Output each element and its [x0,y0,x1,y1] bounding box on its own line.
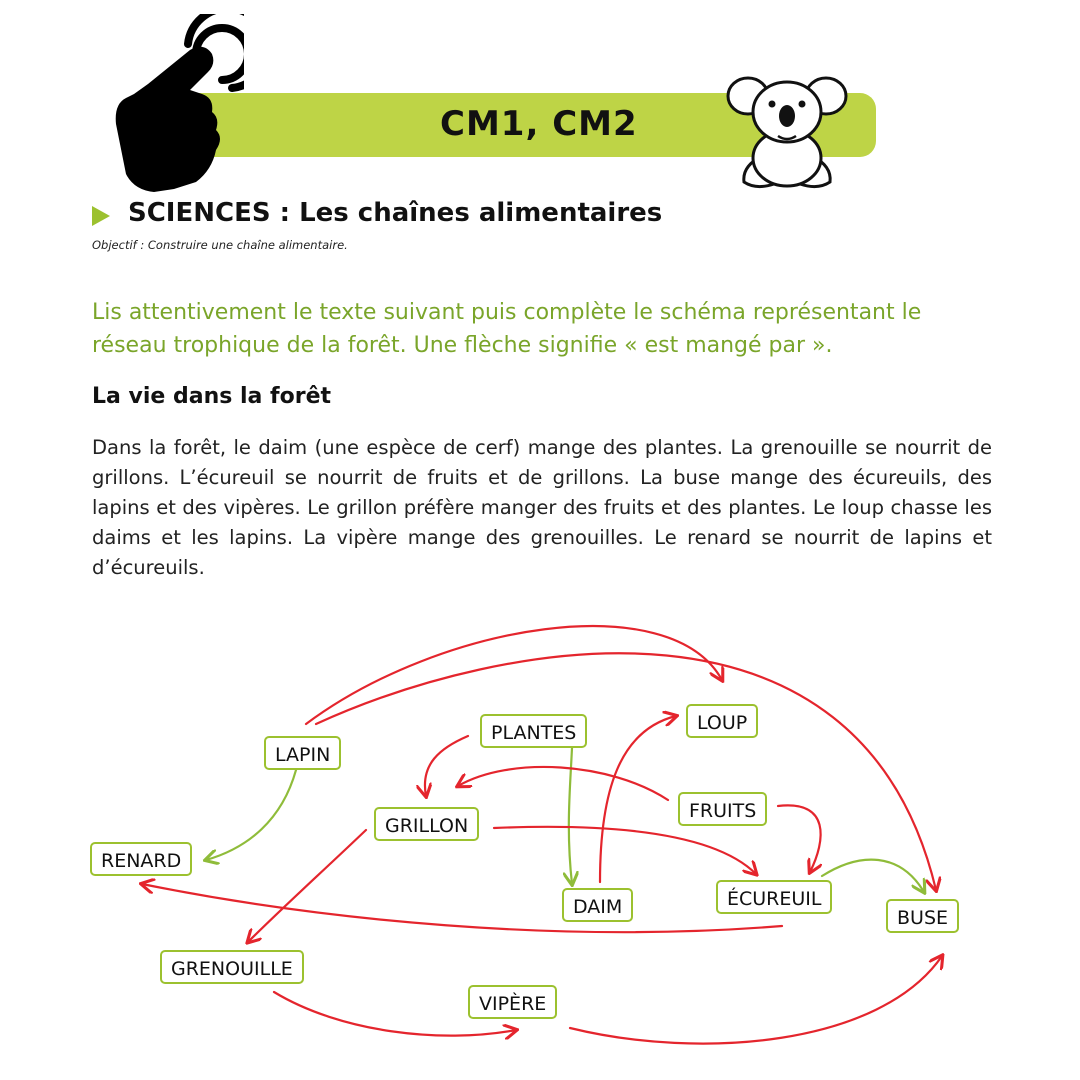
node-renard: RENARD [90,842,193,876]
banner-title: CM1, CM2 [440,104,638,144]
node-buse: BUSE [886,899,960,933]
edge-daim-loup [598,716,676,884]
edge-plantes-daim [569,746,572,884]
edge-grillon-ecureuil [492,825,756,874]
pointing-hand-icon [115,14,244,192]
node-vipere: VIPÈRE [468,985,558,1019]
subject-title: SCIENCES : Les chaînes alimentaires [128,198,663,228]
edge-fruits-ecureuil [776,804,821,872]
edge-plantes-grillon [425,734,470,796]
koala-icon [726,76,848,189]
edge-grenouille-vipere [272,990,516,1036]
node-ecureuil: ÉCUREUIL [716,880,833,914]
triangle-bullet-icon [92,206,110,226]
node-grenouille: GRENOUILLE [160,950,304,984]
edge-lapin-loup [304,624,722,726]
instruction-text: Lis attentivement le texte suivant puis … [92,300,922,358]
edge-grillon-grenouille [248,828,368,942]
edge-ecureuil-buse [820,858,924,892]
edge-lapin-renard [206,768,298,860]
node-loup: LOUP [686,704,759,738]
edge-vipere-buse [568,956,942,1045]
text-title: La vie dans la forêt [92,384,332,409]
edge-fruits-grillon [458,765,670,802]
node-grillon: GRILLON [374,807,480,841]
node-fruits: FRUITS [678,792,768,826]
objective-text: Objectif : Construire une chaîne aliment… [92,238,348,252]
node-lapin: LAPIN [264,736,342,770]
node-plantes: PLANTES [480,714,588,748]
edge-lapin-buse [314,652,936,890]
body-text: Dans la forêt, le daim (une espèce de ce… [92,436,992,579]
edge-ecureuil-renard [142,884,784,934]
node-daim: DAIM [562,888,634,922]
